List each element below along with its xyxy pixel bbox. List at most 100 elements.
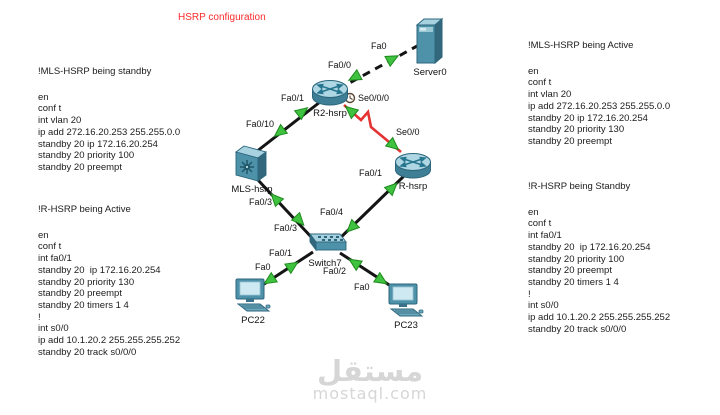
link-status-up-icon — [273, 123, 289, 138]
link-r2-mls[interactable] — [255, 100, 321, 154]
device-label: PC23 — [394, 320, 418, 331]
config-block-title: !MLS-HSRP being standby — [38, 66, 152, 77]
config-line: standby 20 ip 172.16.20.254 — [38, 138, 158, 150]
config-line: en — [528, 65, 539, 77]
device-server0[interactable]: Server0 — [404, 18, 456, 78]
config-line: conf t — [38, 241, 62, 253]
link-status-up-icon — [346, 218, 361, 233]
config-line: standby 20 priority 100 — [38, 150, 135, 162]
config-line: ip add 10.1.20.2 255.255.255.252 — [38, 335, 181, 347]
config-line: standby 20 timers 1 4 — [38, 299, 129, 311]
device-label: PC22 — [241, 315, 265, 326]
config-line: ! — [38, 311, 41, 323]
config-line: ip add 272.16.20.253 255.255.0.0 — [38, 126, 181, 138]
device-label: R-hsrp — [398, 181, 428, 192]
config-line: int vlan 20 — [528, 89, 572, 101]
config-line: standby 20 ip 172.16.20.254 — [528, 112, 648, 124]
config-line: standby 20 preempt — [528, 135, 612, 147]
config-line: standby 20 ip 172.16.20.254 — [38, 264, 161, 276]
config-line: ! — [528, 288, 531, 300]
port-label: Fa0/1 — [269, 248, 293, 258]
config-line: conf t — [528, 218, 552, 230]
config-line: standby 20 track s0/0/0 — [528, 323, 627, 335]
link-status-up-icon — [372, 271, 388, 285]
config-line: int fa0/1 — [38, 253, 72, 265]
config-block-title: !MLS-HSRP being Active — [528, 40, 634, 51]
port-label: Fa0/10 — [246, 119, 275, 129]
port-label: Fa0/4 — [320, 207, 344, 217]
port-label: Fa0/3 — [249, 197, 273, 207]
config-line: ip add 272.16.20.253 255.255.0.0 — [528, 100, 671, 112]
page-title: HSRP configuration — [178, 12, 266, 23]
link-status-up-icon — [348, 258, 364, 272]
port-label: Fa0/0 — [328, 60, 352, 70]
port-label: Fa0/2 — [323, 266, 347, 276]
port-label: Fa0/3 — [274, 223, 298, 233]
device-label: Server0 — [413, 67, 447, 78]
config-line: standby 20 preempt — [38, 161, 122, 173]
device-label: R2-hsrp — [313, 108, 347, 119]
device-switch[interactable]: Switch7 — [299, 233, 351, 269]
port-label: Se0/0 — [396, 127, 420, 137]
config-block-title: !R-HSRP being Standby — [528, 181, 631, 192]
config-line: standby 20 preempt — [528, 265, 612, 277]
port-label: Fa0 — [354, 282, 370, 292]
port-label: Fa0 — [255, 262, 271, 272]
device-label: MLS-hsrp — [231, 184, 273, 195]
device-label: Switch7 — [308, 258, 342, 269]
config-line: conf t — [528, 77, 552, 89]
link-status-up-icon — [290, 211, 305, 226]
multilayer-switch-icon — [235, 145, 268, 182]
port-label: Se0/0/0 — [358, 93, 390, 103]
config-line: int fa0/1 — [528, 230, 562, 242]
link-status-up-icon — [384, 136, 400, 151]
device-r-hsrp[interactable]: R-hsrp — [387, 150, 439, 192]
link-mls-switch[interactable] — [256, 178, 316, 242]
switch-icon — [309, 233, 347, 252]
device-r2-hsrp[interactable]: R2-hsrp — [304, 77, 356, 119]
config-line: standby 20 priority 130 — [528, 124, 625, 136]
config-line: standby 20 priority 130 — [38, 276, 135, 288]
config-line: standby 20 track s0/0/0 — [38, 346, 137, 358]
device-mls-hsrp[interactable]: MLS-hsrp — [225, 145, 279, 195]
port-label: Fa0/1 — [359, 168, 383, 178]
config-line: en — [38, 91, 49, 103]
watermark: مستقل mostaql.com — [295, 356, 445, 402]
port-label: Fa0/1 — [281, 93, 305, 103]
link-status-up-icon — [293, 106, 309, 121]
link-status-up-icon — [344, 105, 360, 120]
pc-icon — [388, 283, 424, 317]
link-status-up-icon — [383, 182, 398, 197]
link-status-up-icon — [270, 193, 285, 208]
port-label: Fa0 — [371, 41, 387, 51]
config-line: int s0/0 — [528, 300, 559, 312]
link-serial-r2-r[interactable] — [343, 104, 402, 153]
link-status-up-icon — [263, 271, 279, 285]
config-line: standby 20 timers 1 4 — [528, 276, 619, 288]
config-line: ip add 10.1.20.2 255.255.255.252 — [528, 312, 671, 324]
config-line: conf t — [38, 103, 62, 115]
server-icon — [415, 18, 444, 65]
watermark-domain: mostaql.com — [312, 384, 428, 403]
config-block-title: !R-HSRP being Active — [38, 204, 131, 215]
router-icon — [395, 153, 431, 179]
device-pc23[interactable]: PC23 — [380, 283, 432, 331]
link-status-up-icon — [283, 261, 299, 275]
config-line: standby 20 ip 172.16.20.254 — [528, 241, 651, 253]
config-line: en — [38, 229, 49, 241]
device-pc22[interactable]: PC22 — [227, 278, 279, 326]
link-status-up-icon — [347, 68, 363, 81]
router-icon — [312, 80, 348, 106]
config-line: int vlan 20 — [38, 115, 82, 127]
config-line: en — [528, 206, 539, 218]
link-status-up-icon — [384, 55, 400, 68]
